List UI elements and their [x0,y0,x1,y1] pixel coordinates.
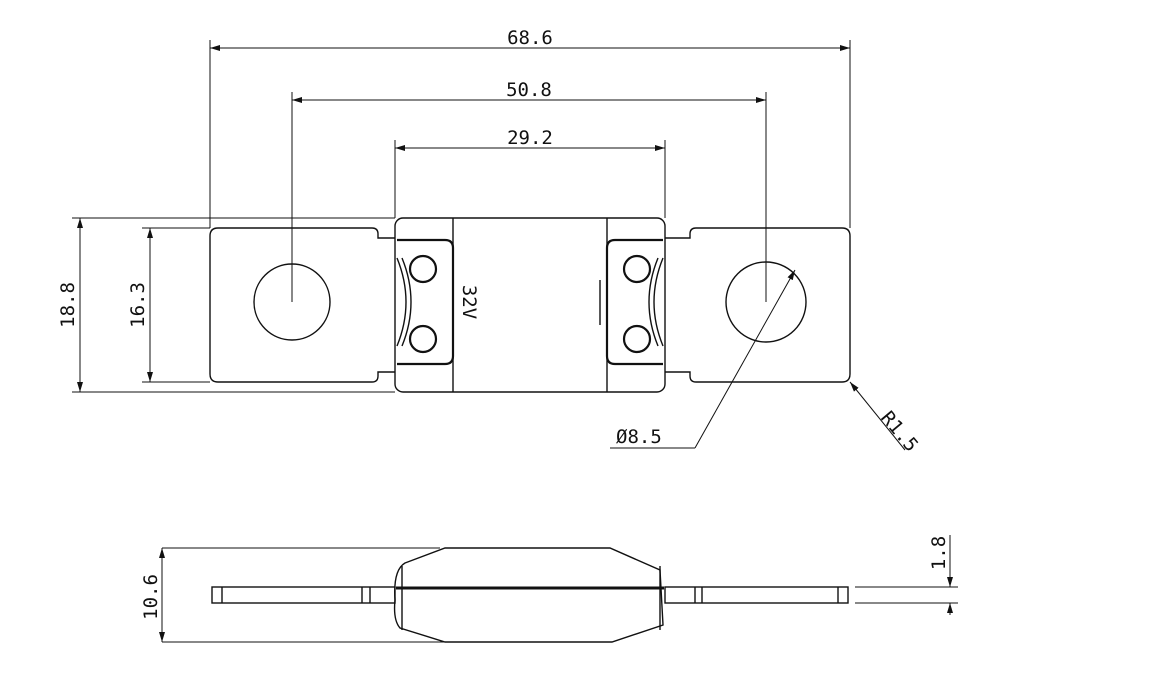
side-body [393,547,664,643]
dim-overall-width: 18.8 [57,282,79,328]
dimensions-top: 68.6 50.8 29.2 18.8 16.3 Ø8.5 R1.5 [57,27,922,456]
right-terminal-cover [605,238,663,366]
dim-overall-length: 68.6 [507,27,553,49]
fuse-body [394,217,666,393]
left-tab [209,227,395,383]
dim-corner-radius: R1.5 [876,407,922,456]
dim-hole-diameter: Ø8.5 [616,426,662,448]
side-view: 10.6 1.8 [140,535,958,643]
voltage-marking: 32V [458,285,480,319]
top-view: 32V [209,217,851,393]
dim-tab-thickness: 1.8 [928,536,950,570]
dim-body-height: 10.6 [140,574,162,620]
dim-body-length: 29.2 [507,127,553,149]
left-terminal-cover [397,238,455,366]
dim-hole-spacing: 50.8 [506,79,552,101]
dim-tab-width: 16.3 [127,282,149,328]
right-tab [665,227,851,383]
